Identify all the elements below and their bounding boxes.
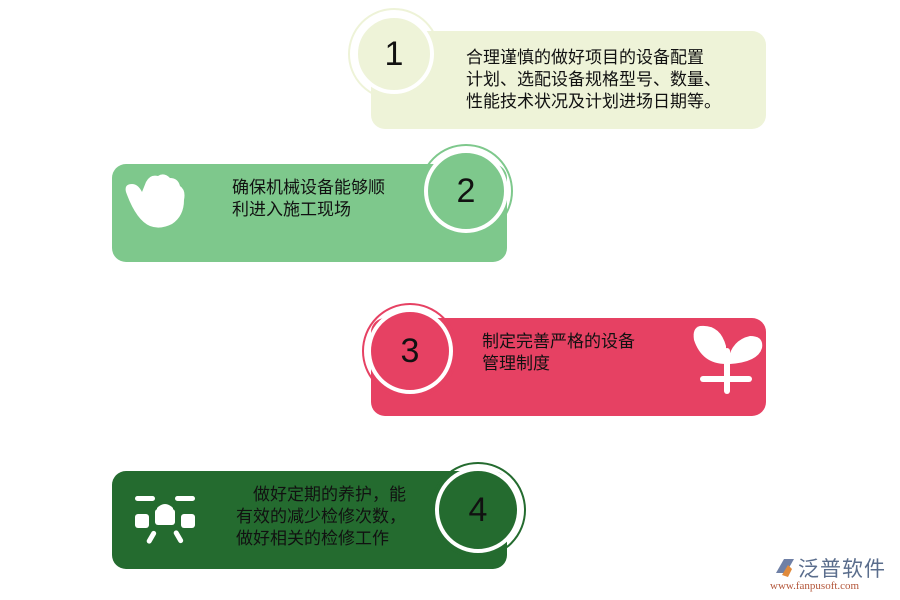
step-2-ring (419, 144, 513, 238)
fanpu-logo: 泛普软件 www.fanpusoft.com (770, 553, 895, 598)
logo-url: www.fanpusoft.com (770, 580, 860, 592)
step-3-number: 3 (367, 308, 453, 394)
hand-icon (125, 174, 185, 228)
logo-name: 泛普软件 (798, 557, 886, 581)
step-2-text: 确保机械设备能够顺 利进入施工现场 (232, 178, 385, 220)
step-4-ring (430, 462, 526, 558)
step-3-ring (362, 303, 458, 399)
sprout-icon (693, 325, 763, 394)
step-1-ring (348, 8, 440, 100)
step-4-text: 做好定期的养护，能 有效的减少检修次数， 做好相关的检修工作 (236, 485, 406, 549)
logo-mark-icon (776, 559, 794, 577)
network-icon (135, 496, 195, 544)
step-1-text: 合理谨慎的做好项目的设备配置 计划、选配设备规格型号、数量、 性能技术状况及计划… (466, 48, 721, 112)
step-4-number: 4 (435, 467, 521, 553)
step-1-number: 1 (354, 14, 434, 94)
step-3-text: 制定完善严格的设备 管理制度 (482, 332, 635, 374)
step-2-number: 2 (424, 149, 508, 233)
